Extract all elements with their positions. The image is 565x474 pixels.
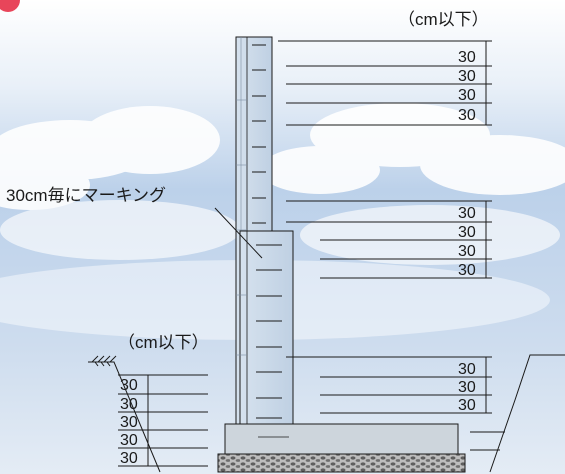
unit-label-left: （cm以下） xyxy=(118,333,209,352)
left-value-4: 30 xyxy=(120,432,138,449)
upper-value-1: 30 xyxy=(458,49,476,66)
corner-marker xyxy=(0,0,20,12)
excavation-outline xyxy=(88,354,565,473)
gravel-bed xyxy=(217,453,466,473)
ground-value-2: 30 xyxy=(458,379,476,396)
left-value-3: 30 xyxy=(120,414,138,431)
middle-value-4: 30 xyxy=(458,262,476,279)
column-marking-ticks xyxy=(252,44,282,419)
ground-dimension-lines xyxy=(286,356,492,414)
upper-value-2: 30 xyxy=(458,68,476,85)
upper-value-4: 30 xyxy=(458,107,476,124)
middle-value-1: 30 xyxy=(458,205,476,222)
marking-label: 30cm毎にマーキング xyxy=(6,186,166,205)
ground-value-1: 30 xyxy=(458,361,476,378)
ground-value-3: 30 xyxy=(458,397,476,414)
column-lower xyxy=(239,230,294,428)
marking-leader-line xyxy=(214,207,263,259)
middle-dimension-lines xyxy=(286,200,492,279)
column-row-lines xyxy=(236,99,247,356)
left-value-1: 30 xyxy=(120,377,138,394)
left-value-2: 30 xyxy=(120,396,138,413)
upper-dimension-lines xyxy=(278,40,492,126)
middle-value-3: 30 xyxy=(458,243,476,260)
ground-hatch-icon xyxy=(91,355,117,367)
right-side-ticks xyxy=(470,431,505,451)
upper-value-3: 30 xyxy=(458,87,476,104)
unit-label-top: （cm以下） xyxy=(398,10,489,29)
left-dimension-lines xyxy=(118,374,208,467)
left-value-5: 30 xyxy=(120,450,138,467)
footing xyxy=(224,423,459,455)
middle-value-2: 30 xyxy=(458,224,476,241)
